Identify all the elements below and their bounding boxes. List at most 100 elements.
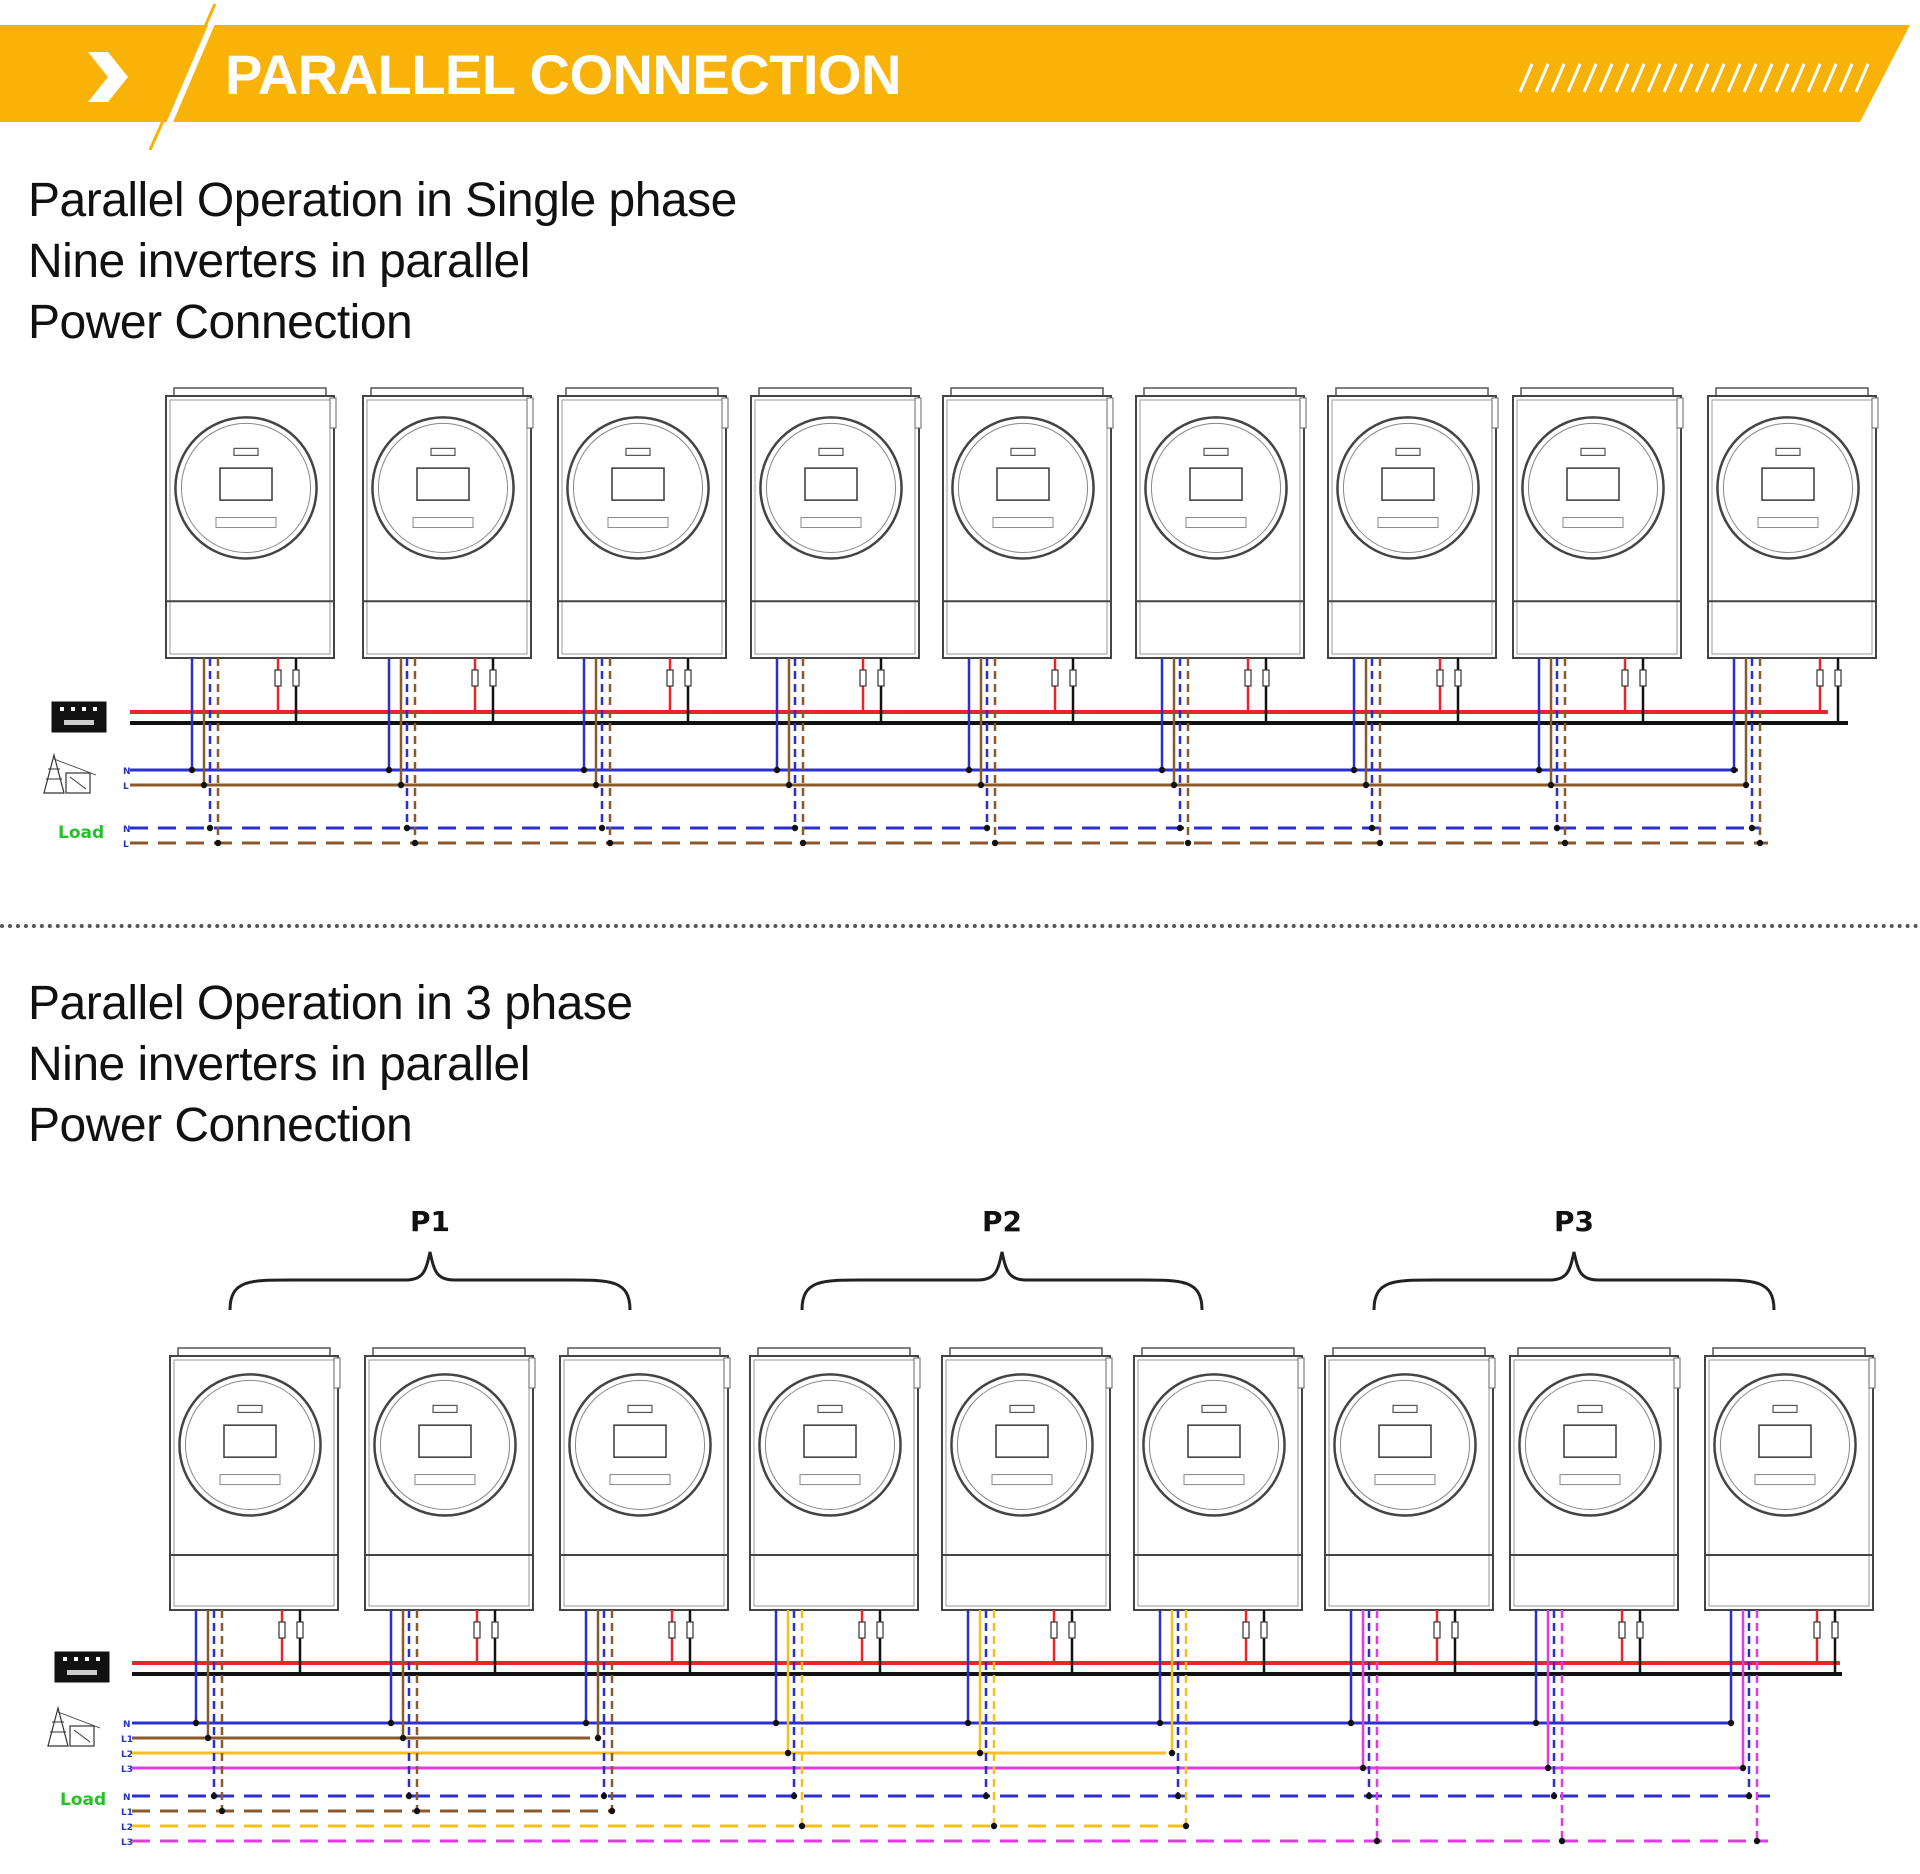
junction-dot	[785, 781, 793, 789]
junction-dot	[399, 1734, 407, 1742]
phase-bracket	[800, 1251, 1204, 1311]
battery-icon	[54, 1651, 110, 1683]
inverter-unit	[1133, 1347, 1305, 1611]
junction-dot	[1753, 1837, 1761, 1845]
junction-dot	[397, 781, 405, 789]
junction-dot	[1745, 1792, 1753, 1800]
fuse	[1069, 669, 1077, 687]
junction-dot	[799, 839, 807, 847]
junction-dot	[210, 1792, 218, 1800]
junction-dot	[1176, 824, 1184, 832]
junction-dot	[982, 1792, 990, 1800]
fuse	[278, 1621, 286, 1639]
inverter-unit	[1509, 1347, 1681, 1611]
battery-icon	[51, 701, 107, 733]
load-label-l1: L1	[121, 1808, 133, 1818]
wire-label-l: L	[123, 782, 129, 792]
fuse	[858, 1621, 866, 1639]
inverter-unit	[165, 387, 337, 659]
junction-dot	[1727, 1719, 1735, 1727]
junction-dot	[1561, 839, 1569, 847]
junction-dot	[1368, 824, 1376, 832]
junction-dot	[1158, 766, 1166, 774]
fuse	[1068, 1621, 1076, 1639]
fuse	[686, 1621, 694, 1639]
inverter-unit	[749, 1347, 921, 1611]
hatch-decoration	[1518, 63, 1870, 93]
wire-label-n: N	[123, 1720, 131, 1730]
phase-bracket	[1372, 1251, 1776, 1311]
junction-dot	[411, 839, 419, 847]
junction-dot	[1739, 1764, 1747, 1772]
junction-dot	[1347, 1719, 1355, 1727]
junction-dot	[580, 766, 588, 774]
section1-line3: Power Connection	[28, 296, 413, 349]
phase-group-label: P2	[982, 1205, 1022, 1238]
fuse	[668, 1621, 676, 1639]
fuse	[274, 669, 282, 687]
junction-dot	[1547, 781, 1555, 789]
fuse	[1260, 1621, 1268, 1639]
junction-dot	[1174, 1792, 1182, 1800]
fuse	[1451, 1621, 1459, 1639]
fuse	[292, 669, 300, 687]
section1-line1: Parallel Operation in Single phase	[28, 174, 737, 227]
junction-dot	[1365, 1792, 1373, 1800]
junction-dot	[790, 1792, 798, 1800]
chevron-right-icon	[88, 52, 128, 102]
fuse	[1834, 669, 1842, 687]
junction-dot	[1742, 781, 1750, 789]
junction-dot	[1544, 1764, 1552, 1772]
junction-dot	[204, 1734, 212, 1742]
fuse	[473, 1621, 481, 1639]
junction-dot	[1748, 824, 1756, 832]
junction-dot	[1182, 1822, 1190, 1830]
fuse	[1242, 1621, 1250, 1639]
fuse	[296, 1621, 304, 1639]
junction-dot	[990, 1822, 998, 1830]
fuse	[1051, 669, 1059, 687]
junction-dot	[218, 1807, 226, 1815]
junction-dot	[1184, 839, 1192, 847]
inverter-unit	[942, 387, 1114, 659]
junction-dot	[976, 1749, 984, 1757]
section2-heading: Parallel Operation in 3 phase Nine inver…	[28, 973, 633, 1156]
wire-label-l1: L1	[121, 1735, 133, 1745]
wire-label-n: N	[123, 767, 131, 777]
junction-dot	[1376, 839, 1384, 847]
junction-dot	[192, 1719, 200, 1727]
header-banner: PARALLEL CONNECTION	[0, 0, 1910, 150]
junction-dot	[594, 1734, 602, 1742]
utility-grid-icon	[43, 752, 97, 794]
junction-dot	[1373, 1837, 1381, 1845]
fuse	[1454, 669, 1462, 687]
junction-dot	[387, 1719, 395, 1727]
inverter-unit	[362, 387, 534, 659]
inverter-unit	[750, 387, 922, 659]
inverter-unit	[1327, 387, 1499, 659]
fuse	[666, 669, 674, 687]
load-label-n: N	[123, 825, 131, 835]
wire-label-l3: L3	[121, 1765, 133, 1775]
section2-line2: Nine inverters in parallel	[28, 1038, 530, 1091]
junction-dot	[214, 839, 222, 847]
junction-dot	[600, 1792, 608, 1800]
junction-dot	[1535, 766, 1543, 774]
inverter-unit	[559, 1347, 731, 1611]
junction-dot	[606, 839, 614, 847]
junction-dot	[977, 781, 985, 789]
inverter-unit	[941, 1347, 1113, 1611]
junction-dot	[1550, 1792, 1558, 1800]
junction-dot	[991, 839, 999, 847]
inverter-unit	[1704, 1347, 1876, 1611]
fuse	[877, 669, 885, 687]
load-label-l: L	[123, 840, 129, 850]
junction-dot	[965, 766, 973, 774]
load-label: Load	[58, 823, 104, 843]
banner-bar	[0, 25, 1910, 122]
junction-dot	[405, 1792, 413, 1800]
fuse	[1621, 669, 1629, 687]
inverter-unit	[364, 1347, 536, 1611]
